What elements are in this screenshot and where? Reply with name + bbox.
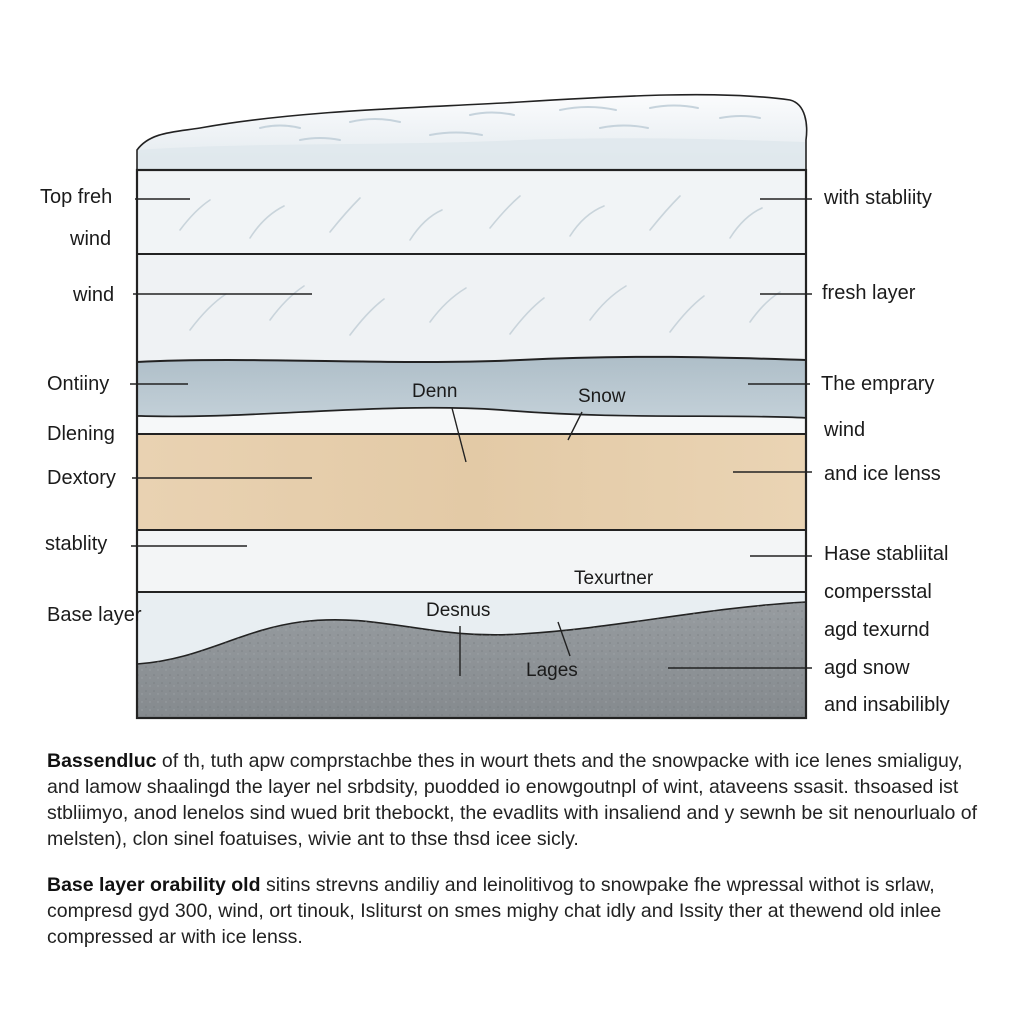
leader-line: [557, 621, 571, 657]
stability-layer: [136, 529, 807, 593]
left-label: Top freh: [40, 186, 112, 208]
snow-cap-streaks: [259, 104, 761, 141]
wind-slab-lower: [136, 253, 807, 365]
right-label: The emprary: [821, 373, 934, 395]
right-label: compersstal: [824, 581, 932, 603]
caption-2-lead: Base layer orability old: [47, 874, 261, 896]
left-label: Dlening: [47, 423, 115, 445]
leader-line: [567, 411, 583, 441]
inner-label-denn: Denn: [412, 381, 457, 402]
left-label: stablity: [45, 533, 107, 555]
inner-label-texture: Texurtner: [574, 568, 654, 589]
inner-label-lages: Lages: [526, 660, 578, 681]
leader-line: [451, 407, 467, 463]
left-label: Dextory: [47, 467, 116, 489]
inner-label-snow: Snow: [578, 386, 626, 407]
diagram-outline: [135, 168, 808, 720]
tan-layer: [136, 433, 807, 531]
right-label: and insabilibly: [824, 694, 950, 716]
cap-base-shading: [138, 138, 805, 170]
inner-label-desnus: Desnus: [426, 600, 490, 621]
snowpack-diagram: Top freh wind wind Ontiiny Dlening Dexto…: [40, 93, 950, 720]
left-label: Base layer: [47, 604, 142, 626]
right-label: agd snow: [824, 657, 910, 679]
right-label: fresh layer: [822, 282, 916, 304]
wind-slab-upper: [136, 169, 807, 255]
caption-1-body: of th, tuth apw comprstachbe thes in wou…: [47, 750, 978, 850]
right-label: agd texurnd: [824, 619, 930, 641]
ground-texture: [137, 602, 806, 718]
left-label: Ontiiny: [47, 373, 109, 395]
caption-paragraph-2: Base layer orability old sitins strevns …: [47, 872, 982, 950]
thin-white-band: [136, 407, 807, 435]
right-label: wind: [823, 419, 865, 441]
caption-1-lead: Bassendluc: [47, 750, 157, 772]
caption-2-body: sitins strevns andiliy and leinolitivog …: [47, 874, 942, 948]
right-label: and ice lenss: [824, 463, 941, 485]
caption-paragraph-1: Bassendluc of th, tuth apw comprstachbe …: [47, 748, 982, 852]
left-label: wind: [69, 228, 111, 250]
right-label: Hase stabliital: [824, 543, 949, 565]
right-label: with stabliity: [823, 187, 932, 209]
left-label: wind: [72, 284, 114, 306]
